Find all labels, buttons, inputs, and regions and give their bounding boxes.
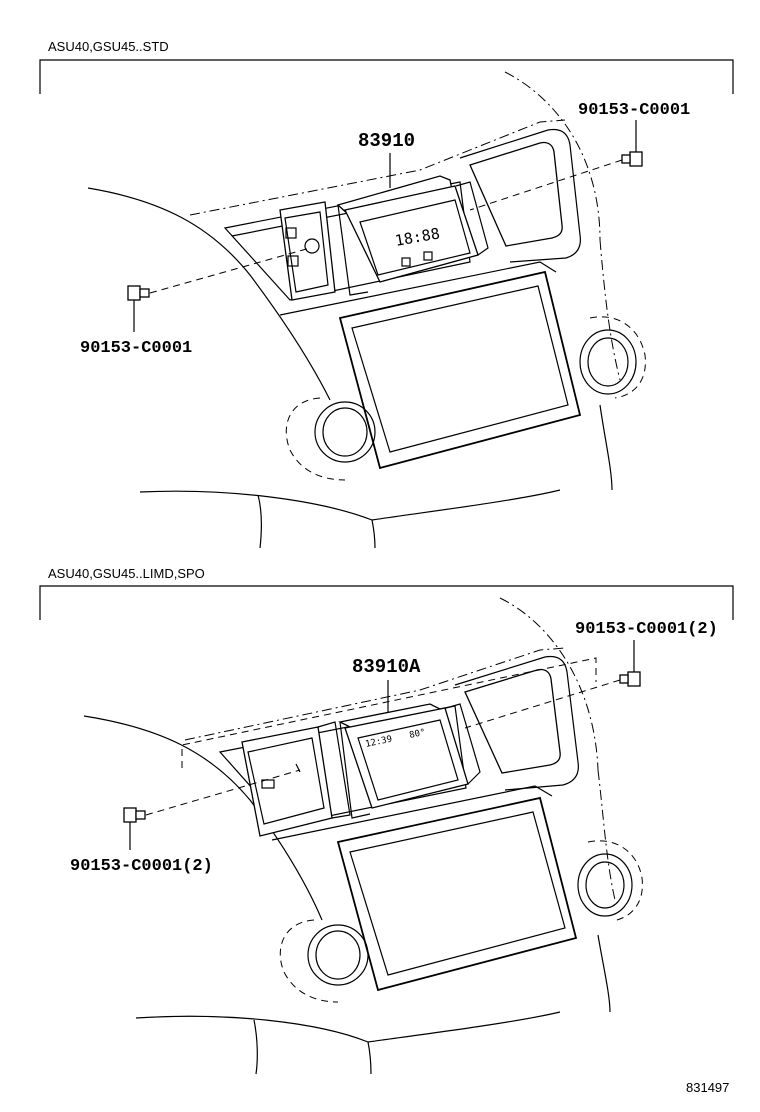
screw-path-bottom-left	[145, 769, 301, 816]
dash-lower-mid-b	[367, 1041, 372, 1075]
screw-head	[627, 671, 641, 687]
dash-edge-left	[87, 187, 331, 401]
round-vent-right-inner-b	[585, 861, 625, 909]
screw-shank	[135, 810, 146, 820]
nav-screen-frame-b	[336, 796, 578, 992]
clock-unit-83910a: 12:39 80°	[241, 703, 481, 837]
vent-opening-right-b	[464, 668, 561, 774]
clock-bracket-left-inner	[284, 211, 329, 293]
clock-unit-83910: 18:88	[279, 175, 489, 301]
screw-path-top-right	[469, 159, 623, 211]
dash-contour-top-right	[504, 71, 601, 241]
clock-housing-side	[337, 204, 369, 296]
screw-icon-bottom-left	[123, 807, 146, 823]
clock-housing-rside	[455, 181, 489, 256]
illustration-id: 831497	[686, 1080, 729, 1095]
top-section-bracket	[39, 59, 734, 94]
nav-screen-inner-b	[349, 811, 566, 976]
dash-lower-left-b	[253, 1019, 258, 1075]
round-vent-right-b	[577, 853, 633, 917]
unit-housing-rside	[445, 703, 481, 785]
screw-path-top-left	[149, 247, 311, 294]
dash-lower-left	[257, 494, 262, 549]
dash-contour-right-b	[597, 769, 616, 901]
top-section-header: ASU40,GSU45..STD	[48, 39, 169, 54]
screw-icon-top-left	[127, 285, 150, 301]
clock-bracket-tab2	[287, 255, 299, 267]
vent-opening-right	[469, 141, 563, 247]
unit-housing-lside	[339, 721, 371, 819]
screw-head	[123, 807, 137, 823]
screw-head	[629, 151, 643, 167]
top-section: ASU40,GSU45..STD	[39, 39, 734, 549]
round-vent-left-b	[307, 924, 369, 986]
screw-shank	[621, 154, 631, 164]
part-label-83910a: 83910A	[352, 656, 421, 678]
part-label-83910: 83910	[358, 130, 415, 152]
dash-contour-top-b	[184, 647, 566, 741]
bottom-section: ASU40,GSU45..LIMD,SPO	[39, 566, 734, 1075]
bottom-section-header: ASU40,GSU45..LIMD,SPO	[48, 566, 205, 581]
screw-shank	[139, 288, 150, 298]
mount-guide-box	[181, 657, 597, 768]
round-vent-right-inner	[587, 337, 629, 387]
screw-icon-top-right	[621, 151, 643, 167]
unit-bracket-tab	[261, 779, 275, 789]
vent-housing-right-b	[454, 655, 579, 791]
screw-label-bottom-right: 90153-C0001(2)	[575, 620, 718, 639]
screw-label-bottom-left: 90153-C0001(2)	[70, 857, 213, 876]
dash-lower-edge-b	[135, 1011, 561, 1043]
bottom-section-bracket	[39, 585, 734, 620]
clock-button-h	[401, 257, 411, 267]
nav-screen-inner	[351, 285, 569, 453]
vent-housing-right	[459, 128, 581, 263]
unit-bracket-left-inner	[247, 737, 325, 825]
clock-display-window	[359, 199, 471, 276]
round-vent-left-inner-b	[315, 930, 361, 980]
lower-panel-top-b	[271, 785, 553, 841]
clock-bracket-tab	[285, 227, 297, 239]
screw-head	[127, 285, 141, 301]
dash-contour-top-right-b	[499, 597, 599, 771]
round-vent-right-ring	[589, 316, 646, 399]
clock-bracket-hole	[304, 238, 320, 254]
screw-label-top-left: 90153-C0001	[80, 339, 192, 358]
screw-label-top-right: 90153-C0001	[578, 101, 690, 120]
dash-edge-right-b	[597, 934, 611, 1013]
clock-button-m	[423, 251, 433, 261]
dash-edge-left-b	[83, 715, 323, 921]
screw-icon-bottom-right	[619, 671, 641, 687]
dash-lower-mid	[371, 519, 376, 549]
unit-lcd-extra: 80°	[409, 728, 427, 741]
screw-path-bottom-right	[464, 679, 621, 729]
round-vent-right	[579, 329, 637, 395]
round-vent-left-inner	[322, 407, 368, 457]
unit-display-window	[357, 719, 459, 801]
round-vent-right-ring-b	[587, 840, 643, 922]
unit-bracket-side	[317, 721, 351, 819]
round-vent-left	[314, 401, 376, 463]
dash-lower-edge	[139, 489, 561, 521]
screw-shank	[619, 674, 629, 684]
dash-contour-right	[599, 239, 621, 381]
nav-screen-frame	[338, 270, 582, 470]
dash-edge-right	[599, 404, 613, 491]
lower-panel-top	[279, 261, 557, 316]
